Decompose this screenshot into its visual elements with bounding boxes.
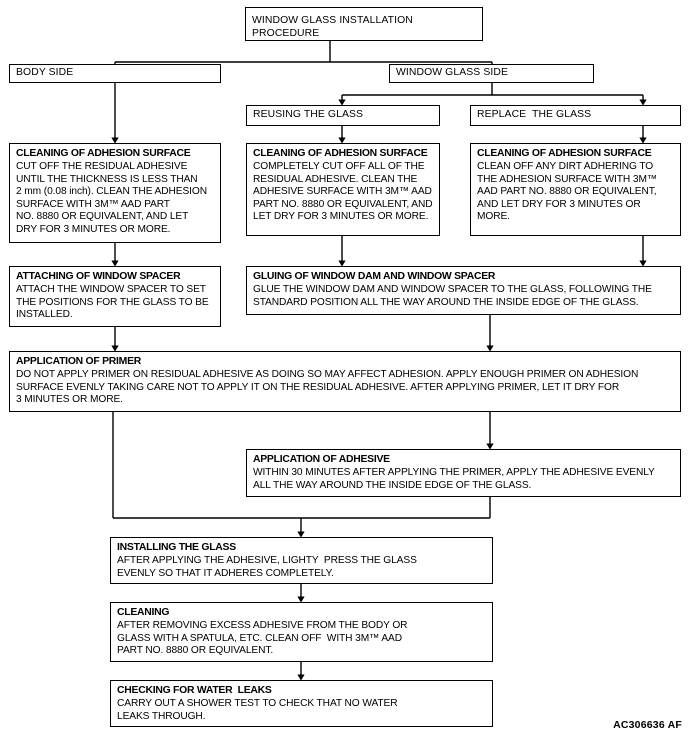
node-body: CLEAN OFF ANY DIRT ADHERING TO THE ADHES… (477, 160, 657, 223)
node-title: WINDOW GLASS INSTALLATION PROCEDURE (252, 15, 413, 39)
node-title: REUSING THE GLASS (253, 109, 364, 121)
node-body: DO NOT APPLY PRIMER ON RESIDUAL ADHESIVE… (16, 368, 639, 406)
node-title: GLUING OF WINDOW DAM AND WINDOW SPACER (253, 271, 496, 282)
node-body: AFTER REMOVING EXCESS ADHESIVE FROM THE … (117, 619, 408, 657)
node-title: APPLICATION OF ADHESIVE (253, 454, 390, 465)
node-body: COMPLETELY CUT OFF ALL OF THE RESIDUAL A… (253, 160, 433, 223)
node-title: CLEANING (117, 607, 170, 618)
node-title: CLEANING OF ADHESION SURFACE (253, 148, 428, 159)
node-body: WITHIN 30 MINUTES AFTER APPLYING THE PRI… (253, 466, 655, 491)
node-window-glass-side: WINDOW GLASS SIDE (389, 64, 594, 83)
node-body: ATTACH THE WINDOW SPACER TO SET THE POSI… (16, 283, 209, 321)
node-attaching-window-spacer: ATTACHING OF WINDOW SPACER ATTACH THE WI… (9, 266, 221, 327)
node-title: INSTALLING THE GLASS (117, 542, 236, 553)
node-installing-the-glass: INSTALLING THE GLASS AFTER APPLYING THE … (110, 537, 493, 584)
node-body: AFTER APPLYING THE ADHESIVE, LIGHTY PRES… (117, 554, 417, 579)
node-title: CLEANING OF ADHESION SURFACE (16, 148, 191, 159)
node-body: GLUE THE WINDOW DAM AND WINDOW SPACER TO… (253, 283, 652, 308)
node-title: REPLACE THE GLASS (477, 109, 592, 121)
node-body: CUT OFF THE RESIDUAL ADHESIVE UNTIL THE … (16, 160, 207, 235)
node-gluing-window-dam-spacer: GLUING OF WINDOW DAM AND WINDOW SPACER G… (246, 266, 681, 315)
node-window-glass-installation-procedure: WINDOW GLASS INSTALLATION PROCEDURE (245, 7, 483, 41)
node-checking-for-water-leaks: CHECKING FOR WATER LEAKS CARRY OUT A SHO… (110, 680, 493, 727)
node-title: ATTACHING OF WINDOW SPACER (16, 271, 181, 282)
node-title: APPLICATION OF PRIMER (16, 356, 142, 367)
node-body-side: BODY SIDE (9, 64, 221, 83)
node-application-of-adhesive: APPLICATION OF ADHESIVE WITHIN 30 MINUTE… (246, 449, 681, 497)
node-body: CARRY OUT A SHOWER TEST TO CHECK THAT NO… (117, 697, 398, 722)
node-replace-the-glass: REPLACE THE GLASS (470, 105, 681, 126)
node-application-of-primer: APPLICATION OF PRIMER DO NOT APPLY PRIME… (9, 351, 681, 412)
node-title: BODY SIDE (16, 67, 74, 79)
node-title: WINDOW GLASS SIDE (396, 67, 508, 79)
node-cleaning-adhesion-surface-body: CLEANING OF ADHESION SURFACE CUT OFF THE… (9, 143, 221, 243)
node-cleaning: CLEANING AFTER REMOVING EXCESS ADHESIVE … (110, 602, 493, 662)
node-reusing-the-glass: REUSING THE GLASS (246, 105, 440, 126)
node-cleaning-adhesion-surface-replace: CLEANING OF ADHESION SURFACE CLEAN OFF A… (470, 143, 681, 236)
node-title: CLEANING OF ADHESION SURFACE (477, 148, 652, 159)
figure-code-label: AC306636 AF (613, 719, 682, 731)
node-title: CHECKING FOR WATER LEAKS (117, 685, 272, 696)
node-cleaning-adhesion-surface-reuse: CLEANING OF ADHESION SURFACE COMPLETELY … (246, 143, 440, 236)
